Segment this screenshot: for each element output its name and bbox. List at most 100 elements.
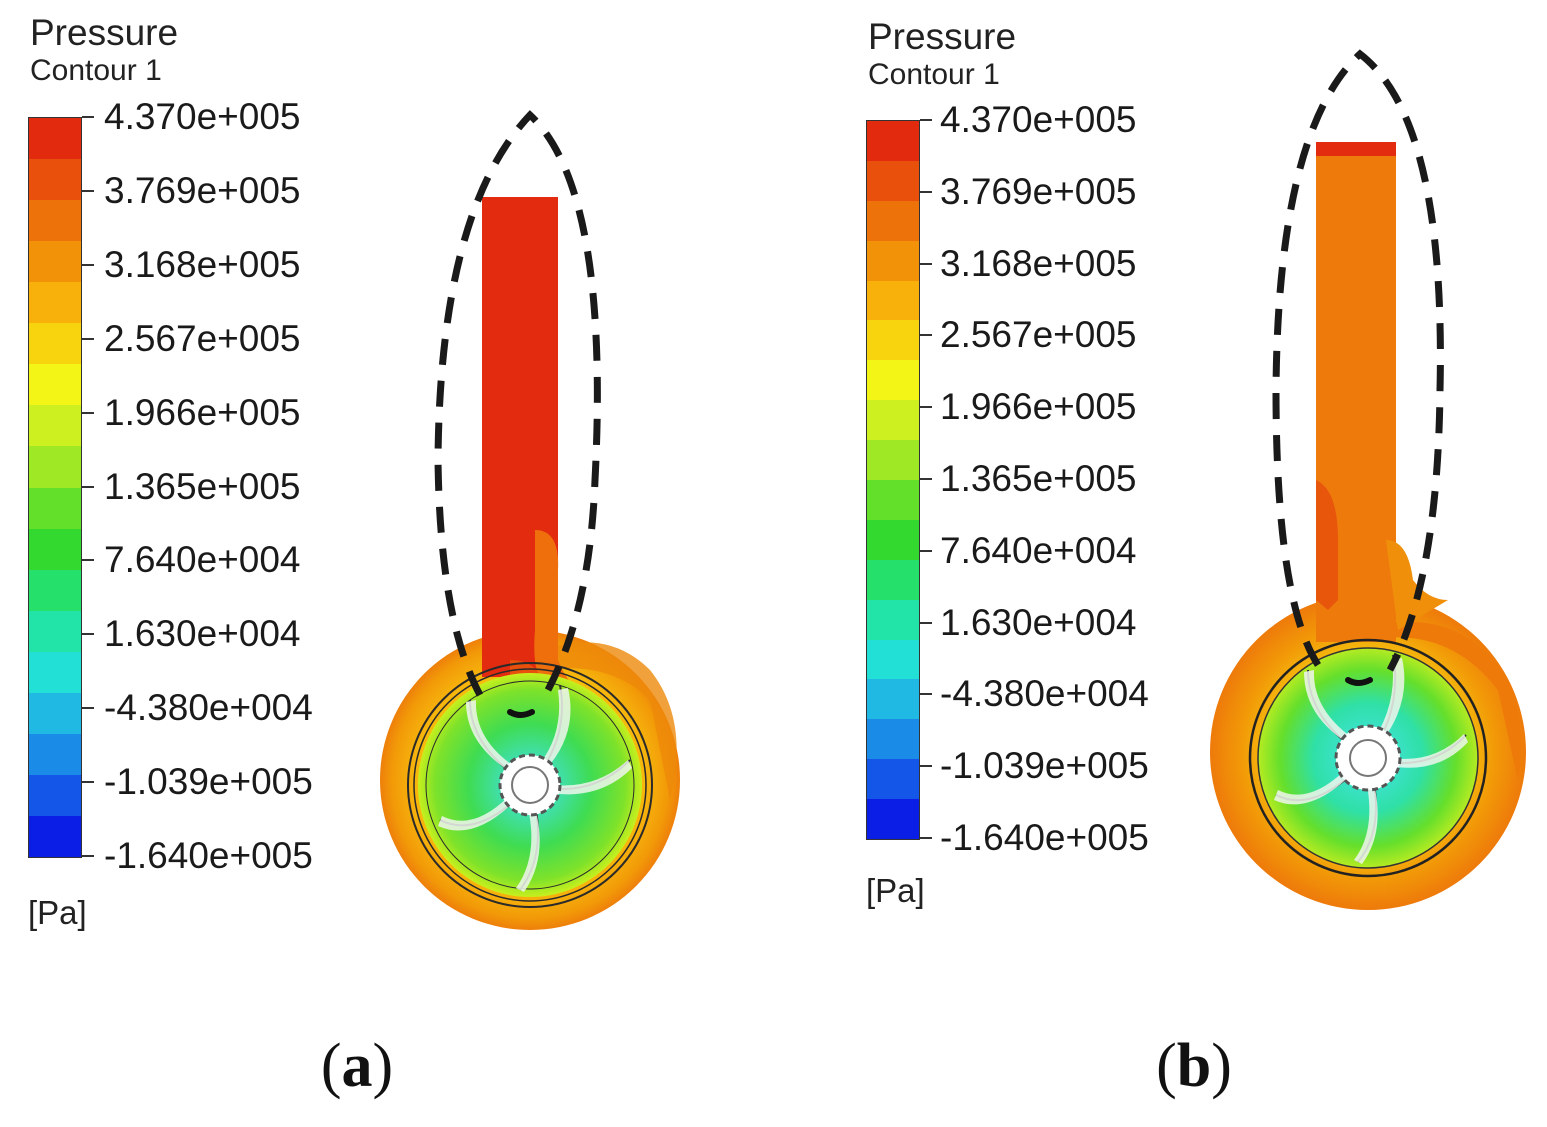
pressure-contour-plot bbox=[380, 110, 680, 930]
colorbar-segment bbox=[867, 360, 919, 401]
colorbar-segment bbox=[29, 692, 81, 735]
colorbar-tick-label: -4.380e+004 bbox=[940, 673, 1149, 715]
impeller bbox=[407, 662, 653, 908]
colorbar-tick bbox=[82, 633, 94, 636]
colorbar-tick-label: 7.640e+004 bbox=[104, 539, 301, 581]
colorbar-tick-label: 3.769e+005 bbox=[104, 169, 301, 211]
colorbar-segment bbox=[867, 240, 919, 282]
pressure-contour-plot bbox=[1210, 49, 1526, 910]
colorbar-tick bbox=[82, 559, 94, 562]
colorbar-segment bbox=[867, 440, 919, 481]
legend-subtitle: Contour 1 bbox=[30, 54, 162, 87]
highlight-ellipse bbox=[1272, 49, 1444, 672]
impeller bbox=[1248, 638, 1488, 878]
colorbar-segment bbox=[867, 759, 919, 800]
colorbar-segment bbox=[867, 480, 919, 521]
panel-caption: (a) bbox=[320, 1032, 394, 1100]
panel-a: Pressure Contour 1 4.370e+005 3.769e+005 3… bbox=[0, 0, 773, 1127]
unit-label: [Pa] bbox=[866, 872, 925, 909]
colorbar-segment bbox=[867, 320, 919, 361]
colorbar-segment bbox=[867, 639, 919, 680]
colorbar-tick-label: 4.370e+005 bbox=[104, 96, 301, 137]
colorbar-tick bbox=[82, 263, 94, 266]
legend-title: Pressure bbox=[868, 16, 1017, 57]
colorbar-tick-label: 4.370e+005 bbox=[940, 99, 1137, 140]
colorbar-tick bbox=[82, 411, 94, 414]
colorbar-tick-label: 1.630e+004 bbox=[940, 601, 1137, 643]
colorbar-segment bbox=[29, 610, 81, 653]
colorbar-tick bbox=[82, 485, 94, 488]
colorbar-tick-label: 1.630e+004 bbox=[104, 613, 301, 655]
colorbar-segment bbox=[867, 160, 919, 202]
colorbar-segment bbox=[29, 651, 81, 694]
colorbar-tick bbox=[82, 781, 94, 784]
colorbar-tick bbox=[920, 334, 932, 337]
colorbar-tick-label: 1.966e+005 bbox=[940, 386, 1137, 428]
colorbar-segment bbox=[867, 559, 919, 601]
colorbar-tick bbox=[920, 406, 932, 409]
colorbar-segment bbox=[29, 487, 81, 530]
colorbar-tick-label: -1.640e+005 bbox=[104, 835, 313, 876]
colorbar-tick bbox=[920, 621, 932, 624]
colorbar-tick bbox=[920, 262, 932, 265]
colorbar-tick bbox=[82, 707, 94, 710]
colorbar-segment bbox=[867, 121, 919, 162]
colorbar-tick bbox=[920, 190, 932, 193]
colorbar-segment bbox=[29, 774, 81, 817]
colorbar-tick bbox=[920, 765, 932, 768]
unit-label: [Pa] bbox=[28, 894, 87, 931]
colorbar-tick-label: 3.168e+005 bbox=[104, 243, 301, 285]
colorbar-segment bbox=[29, 159, 81, 201]
colorbar-tick bbox=[920, 549, 932, 552]
colorbar-tick-label: 7.640e+004 bbox=[940, 529, 1137, 571]
colorbar-segment bbox=[29, 118, 81, 160]
outlet-pipe bbox=[1316, 142, 1448, 642]
colorbar-tick-label: 2.567e+005 bbox=[104, 317, 301, 359]
colorbar-tick-label: 3.168e+005 bbox=[940, 242, 1137, 284]
colorbar-segment bbox=[29, 528, 81, 571]
colorbar-segment bbox=[867, 519, 919, 561]
colorbar-segment bbox=[29, 364, 81, 406]
colorbar-tick bbox=[82, 189, 94, 192]
colorbar-segment bbox=[867, 719, 919, 760]
colorbar-tick-label: 3.769e+005 bbox=[940, 170, 1137, 212]
colorbar-segment bbox=[867, 679, 919, 720]
colorbar-tick-label: -1.039e+005 bbox=[940, 745, 1149, 787]
legend-subtitle: Contour 1 bbox=[868, 58, 1000, 91]
highlight-ellipse bbox=[434, 110, 601, 697]
colorbar-segment bbox=[29, 733, 81, 776]
colorbar-segment bbox=[29, 815, 81, 858]
colorbar-tick-label: 1.365e+005 bbox=[940, 458, 1137, 499]
colorbar-segment bbox=[867, 400, 919, 441]
colorbar-tick bbox=[920, 478, 932, 480]
colorbar-tick-label: 2.567e+005 bbox=[940, 314, 1137, 356]
colorbar-tick-label: -1.640e+005 bbox=[940, 817, 1149, 858]
colorbar-segment bbox=[29, 282, 81, 324]
panel-b: Pressure Contour 1 4.370e+005 3.769e+005 3… bbox=[838, 0, 1547, 1127]
colorbar bbox=[866, 120, 920, 840]
colorbar-tick bbox=[920, 119, 932, 121]
colorbar bbox=[28, 117, 82, 858]
colorbar-segment bbox=[867, 599, 919, 641]
colorbar-tick bbox=[82, 855, 94, 857]
colorbar-segment bbox=[867, 799, 919, 840]
colorbar-tick bbox=[920, 693, 932, 696]
colorbar-tick bbox=[920, 837, 932, 839]
colorbar-tick-label: 1.365e+005 bbox=[104, 465, 301, 507]
colorbar-segment bbox=[29, 446, 81, 488]
colorbar-tick bbox=[82, 337, 94, 340]
colorbar-segment bbox=[29, 241, 81, 283]
colorbar-tick-label: 1.966e+005 bbox=[104, 391, 301, 433]
colorbar-tick-label: -1.039e+005 bbox=[104, 761, 313, 803]
colorbar-segment bbox=[867, 200, 919, 242]
colorbar-tick bbox=[82, 116, 94, 118]
colorbar-segment bbox=[29, 323, 81, 365]
outlet-pipe bbox=[482, 197, 585, 700]
colorbar-segment bbox=[867, 280, 919, 321]
colorbar-segment bbox=[29, 405, 81, 447]
colorbar-segment bbox=[29, 569, 81, 612]
colorbar-segment bbox=[29, 200, 81, 242]
colorbar-tick-label: -4.380e+004 bbox=[104, 687, 313, 729]
panel-caption: (b) bbox=[1156, 1032, 1232, 1100]
legend-title: Pressure bbox=[30, 12, 179, 53]
